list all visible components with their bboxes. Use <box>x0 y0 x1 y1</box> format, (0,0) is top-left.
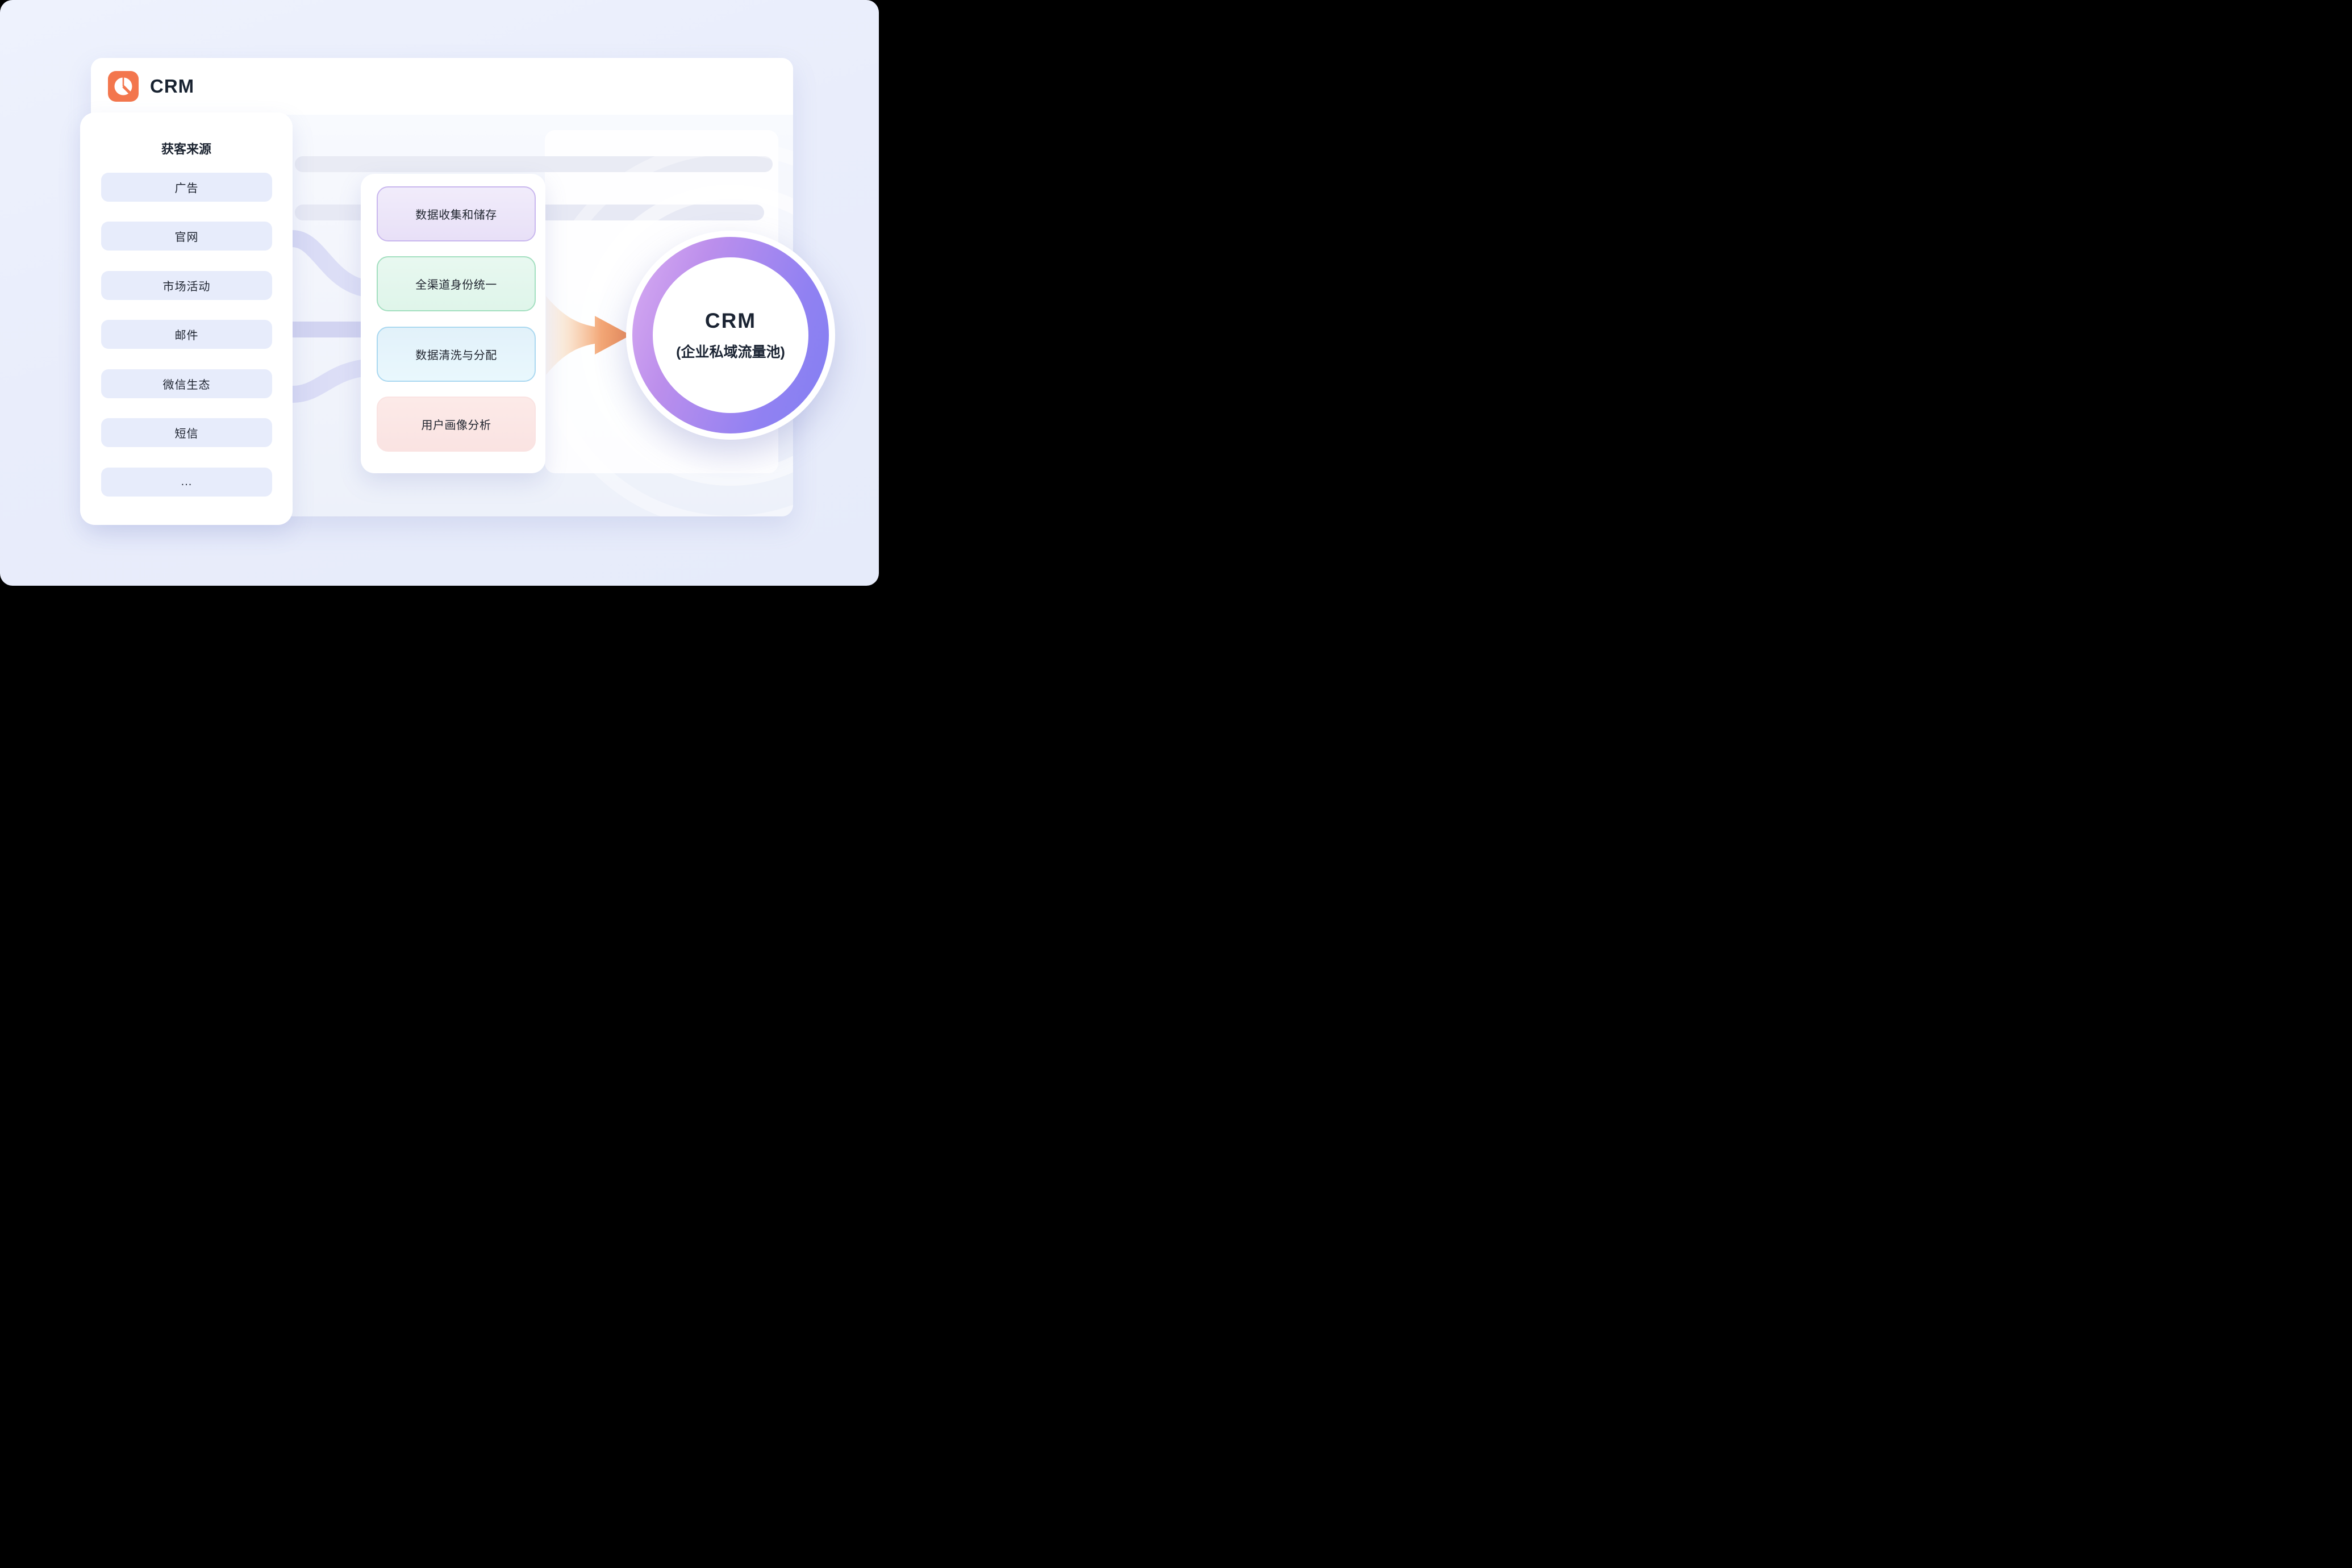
pipeline-item-identity: 全渠道身份统一 <box>377 256 536 311</box>
crm-circle-ring: CRM (企业私域流量池) <box>632 237 829 433</box>
pipeline-item-clean: 数据清洗与分配 <box>377 327 536 382</box>
window-header: CRM <box>91 58 793 115</box>
sidebar-item-wechat: 微信生态 <box>101 369 272 398</box>
sidebar-card: 获客来源 广告 官网 市场活动 邮件 微信生态 短信 ... <box>80 112 293 525</box>
sidebar-item-label: 短信 <box>174 428 199 440</box>
sidebar-item-email: 邮件 <box>101 320 272 349</box>
crm-subtitle: (企业私域流量池) <box>676 344 785 360</box>
crm-title: CRM <box>704 309 757 332</box>
crm-circle-inner: CRM (企业私域流量池) <box>653 257 808 413</box>
sidebar-item-website: 官网 <box>101 222 272 251</box>
page: CRM <box>0 0 879 586</box>
pipeline-item-label: 数据清洗与分配 <box>415 349 497 362</box>
sidebar-item-label: 官网 <box>174 231 199 244</box>
pipeline-card: 数据收集和储存 全渠道身份统一 数据清洗与分配 用户画像分析 <box>361 174 545 473</box>
pipeline-item-label: 全渠道身份统一 <box>415 279 497 291</box>
sidebar-item-events: 市场活动 <box>101 271 272 300</box>
sidebar-item-label: 邮件 <box>174 330 199 342</box>
sidebar-item-label: 市场活动 <box>162 281 211 293</box>
sidebar-title: 获客来源 <box>161 142 211 156</box>
sidebar-item-sms: 短信 <box>101 418 272 447</box>
pipeline-item-label: 用户画像分析 <box>421 419 491 432</box>
pipeline-item-collect: 数据收集和储存 <box>377 186 536 241</box>
sidebar-item-label: 广告 <box>174 182 199 195</box>
pipeline-item-profile: 用户画像分析 <box>377 397 536 452</box>
pie-chart-icon <box>108 71 139 102</box>
pipeline-item-label: 数据收集和储存 <box>415 209 497 222</box>
sidebar-item-ads: 广告 <box>101 173 272 202</box>
sidebar-item-label: 微信生态 <box>162 379 211 391</box>
crm-circle: CRM (企业私域流量池) <box>626 231 835 440</box>
app-title: CRM <box>150 76 195 97</box>
sidebar-item-label: ... <box>181 476 193 488</box>
sidebar-item-more: ... <box>101 468 272 497</box>
